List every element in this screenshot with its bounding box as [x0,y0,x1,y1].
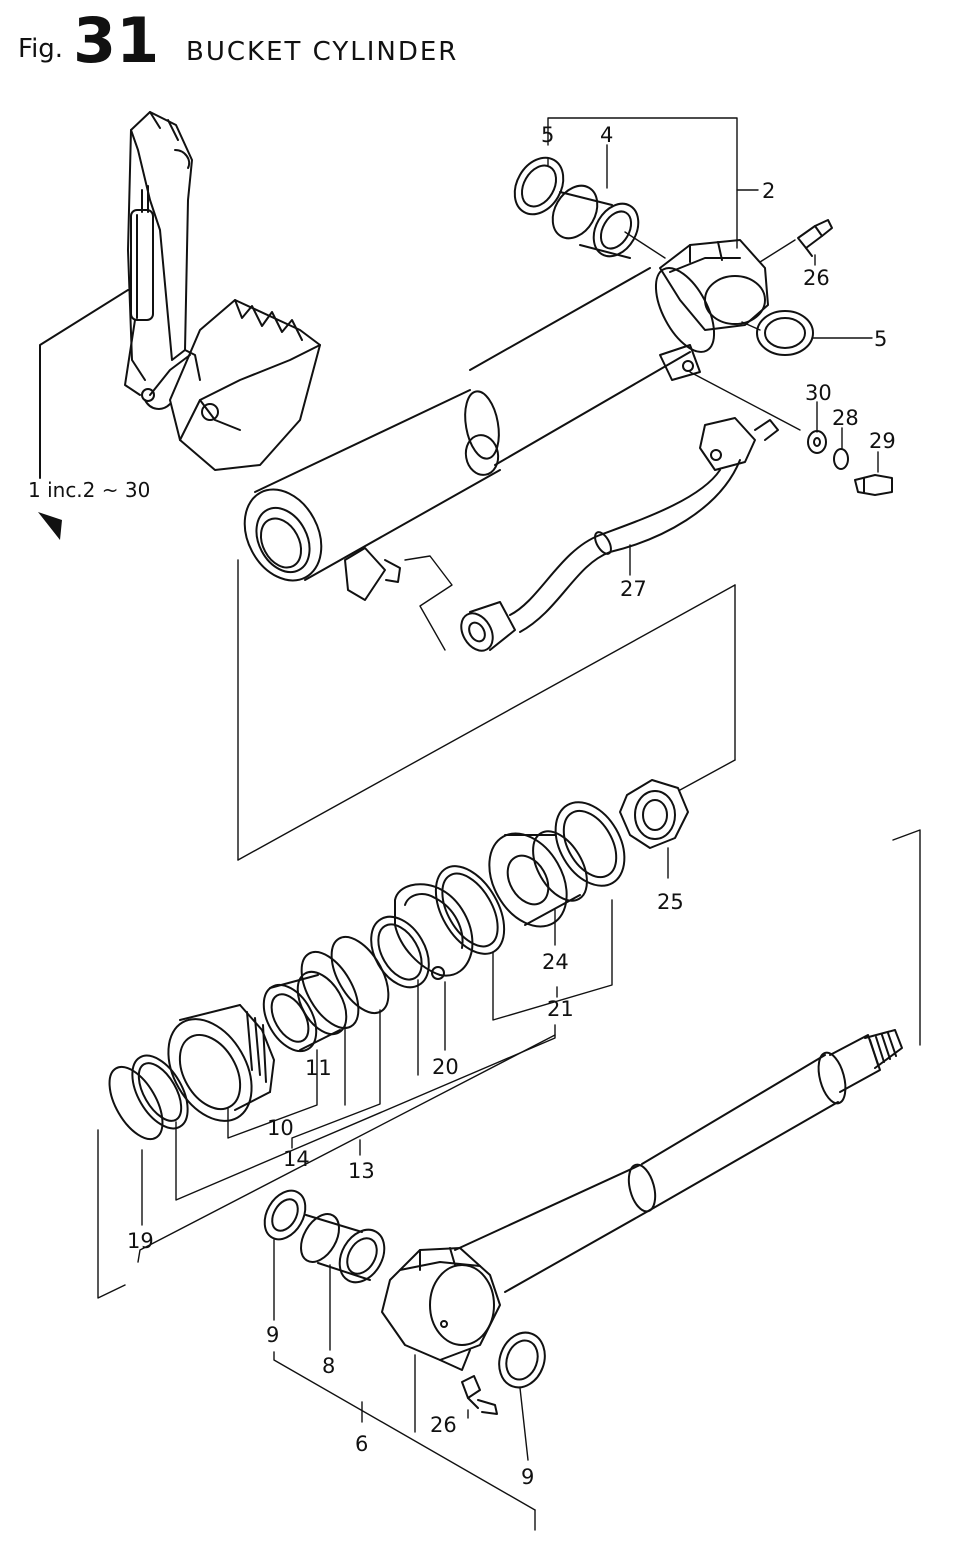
cylinder-tube [230,259,726,600]
backup-ring-13 [320,928,400,1023]
callout-26-upper: 26 [803,266,830,290]
callout-6: 6 [355,1432,368,1456]
callout-20: 20 [432,1055,459,1079]
wear-ring-24 [542,790,639,898]
backup-ring-14 [290,943,370,1038]
seal-ring-9-lower [492,1326,552,1394]
seal-ring-9-upper [256,1183,313,1246]
callout-13: 13 [348,1159,375,1183]
excavator-arm-thumbnail [125,112,320,470]
callout-26-lower: 26 [430,1413,457,1437]
seal-ring-5-upper [505,149,573,223]
callout-24: 24 [542,950,569,974]
leader-lines-upper [548,118,878,575]
callout-5-upper: 5 [541,123,554,147]
callout-9-upper: 9 [266,1323,279,1347]
piston-seal [422,854,518,965]
callout-19: 19 [127,1229,154,1253]
piston [474,820,598,941]
callout-21: 21 [547,997,574,1021]
callout-14: 14 [283,1147,310,1171]
bolt-29 [855,475,892,495]
callout-29: 29 [869,429,896,453]
piston-rod [455,1030,902,1292]
assembly-reference-bracket [38,290,128,540]
rod-eye [382,1248,500,1370]
callout-4: 4 [600,123,613,147]
hydraulic-hose-27 [455,418,778,656]
grease-fitting-26-upper [798,220,832,256]
callout-30: 30 [805,381,832,405]
leader-lines-lower [98,830,920,1530]
callout-25: 25 [657,890,684,914]
seal-19 [121,1046,199,1137]
callout-5-right: 5 [874,327,887,351]
bushing-8 [293,1207,393,1290]
cylinder-head-10 [151,1004,274,1135]
assembly-reference-note: 1 inc.2 ~ 30 [28,478,150,502]
assembly-lines-upper [238,232,800,860]
lock-nut-25 [620,780,688,848]
callout-27: 27 [620,577,647,601]
callout-28: 28 [832,406,859,430]
washer-30 [808,431,826,453]
callout-11: 11 [305,1056,332,1080]
callout-2: 2 [762,179,775,203]
callout-10: 10 [267,1116,294,1140]
callout-8: 8 [322,1354,335,1378]
seal-ring-5-right [757,311,813,355]
cylinder-head-upper [660,240,768,330]
pointer-arrow-icon [38,512,62,540]
grease-fitting-26-lower [462,1376,497,1414]
callout-9-lower: 9 [521,1465,534,1489]
snap-ring [99,1058,174,1147]
bushing-4 [544,178,648,264]
lock-washer-28 [834,449,848,469]
